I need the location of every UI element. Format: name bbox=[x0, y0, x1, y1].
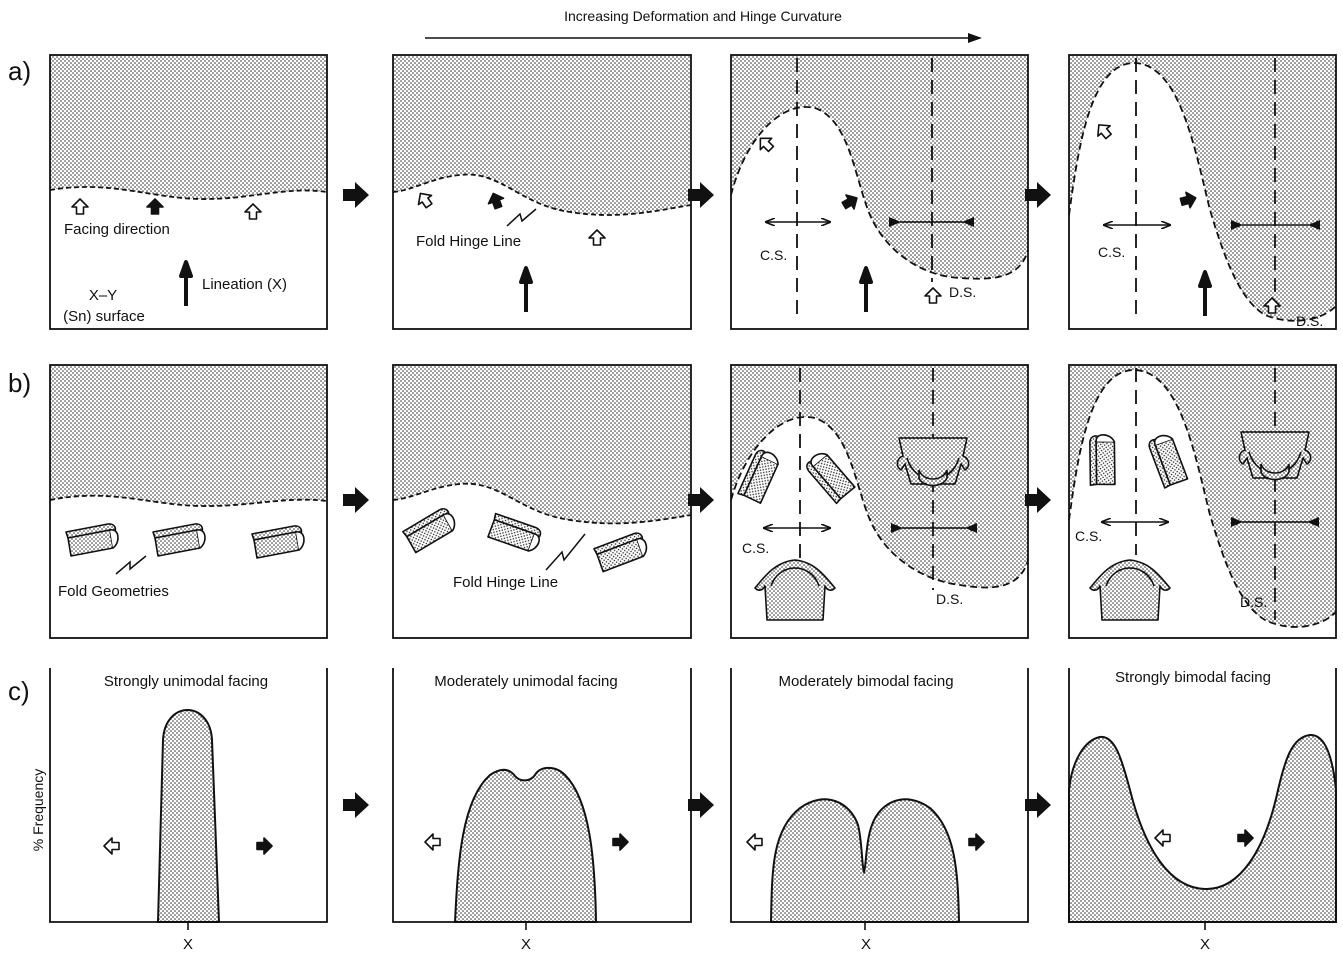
lineation-arrow-icon bbox=[1200, 272, 1210, 316]
panel-b2: Fold Hinge Line bbox=[393, 365, 691, 638]
facing-arrow-open-icon bbox=[925, 288, 941, 303]
x-tick-label: X bbox=[1200, 936, 1210, 953]
frequency-curve bbox=[1069, 735, 1336, 922]
x-tick-label: X bbox=[861, 936, 871, 953]
row-a: Facing direction Lineation (X) X–Y (Sn) … bbox=[50, 55, 1336, 329]
fold-geometries-label: Fold Geometries bbox=[58, 583, 169, 600]
surface-label-line1: X–Y bbox=[89, 287, 117, 304]
cs-label: C.S. bbox=[1075, 528, 1102, 544]
row-b: Fold Geometries Fold Hinge Line bbox=[50, 365, 1336, 638]
cs-label: C.S. bbox=[760, 247, 787, 263]
fold-model-icon bbox=[1082, 433, 1123, 490]
progress-arrow-icon bbox=[1025, 487, 1051, 513]
panel-b1: Fold Geometries bbox=[50, 365, 327, 638]
hinge-line-leader bbox=[507, 209, 536, 226]
fold-model-icon bbox=[484, 507, 545, 561]
fold-model-icon bbox=[593, 532, 650, 573]
panel-title: Moderately unimodal facing bbox=[434, 673, 617, 690]
panel-a3: C.S. D.S. bbox=[731, 55, 1028, 329]
progress-arrow-icon bbox=[343, 792, 369, 818]
facing-arrow-open-icon bbox=[425, 834, 440, 850]
hinge-line-leader bbox=[546, 534, 585, 570]
fold-model-icon bbox=[755, 560, 835, 620]
facing-arrow-filled-icon bbox=[613, 834, 628, 850]
fold-model-icon bbox=[66, 524, 118, 556]
row-label-c: c) bbox=[8, 676, 30, 706]
facing-arrow-open-icon bbox=[747, 834, 762, 850]
x-tick-label: X bbox=[183, 936, 193, 953]
fold-model-icon bbox=[252, 526, 304, 558]
lineation-arrow-icon bbox=[861, 268, 871, 312]
panel-title: Moderately bimodal facing bbox=[778, 673, 953, 690]
y-axis-label: % Frequency bbox=[30, 769, 46, 851]
fold-model-icon bbox=[153, 524, 205, 556]
fold-model-icon bbox=[1090, 560, 1170, 620]
facing-arrow-filled-icon bbox=[1179, 190, 1198, 209]
ds-label: D.S. bbox=[1240, 594, 1267, 610]
facing-arrow-open-icon bbox=[245, 204, 261, 219]
cs-label: C.S. bbox=[742, 540, 769, 556]
frequency-curve bbox=[455, 768, 596, 922]
progress-arrow-icon bbox=[343, 182, 369, 208]
facing-arrow-filled-icon bbox=[1238, 830, 1253, 846]
panel-c1: X Strongly unimodal facing bbox=[50, 668, 327, 953]
panel-c3: X Moderately bimodal facing bbox=[731, 668, 1028, 953]
facing-arrow-filled-icon bbox=[969, 834, 984, 850]
panel-a2: Fold Hinge Line bbox=[393, 55, 691, 329]
lineation-label: Lineation (X) bbox=[202, 276, 287, 293]
cs-label: C.S. bbox=[1098, 244, 1125, 260]
panel-a1: Facing direction Lineation (X) X–Y (Sn) … bbox=[50, 55, 327, 329]
row-label-a: a) bbox=[8, 56, 31, 86]
lineation-arrow-icon bbox=[521, 268, 531, 312]
facing-arrow-filled-icon bbox=[486, 191, 506, 211]
panel-c4: X Strongly bimodal facing bbox=[1069, 668, 1336, 953]
panel-c2: X Moderately unimodal facing bbox=[393, 668, 691, 953]
fold-model-icon bbox=[1148, 433, 1189, 490]
facing-arrow-open-icon bbox=[1155, 830, 1170, 846]
facing-arrow-open-icon bbox=[104, 838, 119, 854]
x-tick-label: X bbox=[521, 936, 531, 953]
facing-arrow-filled-icon bbox=[840, 191, 861, 212]
facing-arrow-open-icon bbox=[1093, 120, 1115, 142]
ds-label: D.S. bbox=[949, 284, 976, 300]
fold-hinge-line-label: Fold Hinge Line bbox=[453, 574, 558, 591]
panel-b3: C.S. D.S. bbox=[731, 365, 1028, 638]
facing-arrow-filled-icon bbox=[147, 199, 163, 214]
facing-direction-label: Facing direction bbox=[64, 221, 170, 238]
header-title: Increasing Deformation and Hinge Curvatu… bbox=[564, 8, 842, 24]
panel-a4: C.S. D.S. bbox=[1069, 55, 1336, 329]
facing-arrow-filled-icon bbox=[257, 838, 272, 854]
panel-b4: C.S. D.S. bbox=[1069, 365, 1336, 638]
facing-arrow-open-icon bbox=[72, 199, 88, 214]
progress-arrow-icon bbox=[1025, 182, 1051, 208]
lineation-arrow-icon bbox=[181, 262, 191, 306]
frequency-curve bbox=[158, 710, 219, 922]
ds-label: D.S. bbox=[936, 591, 963, 607]
progress-arrow-icon bbox=[688, 487, 714, 513]
progress-arrow-icon bbox=[343, 487, 369, 513]
ds-label: D.S. bbox=[1296, 313, 1323, 329]
facing-arrow-open-icon bbox=[589, 230, 605, 245]
frequency-curve bbox=[771, 799, 959, 922]
panel-title: Strongly bimodal facing bbox=[1115, 669, 1271, 686]
fold-hinge-line-label: Fold Hinge Line bbox=[416, 233, 521, 250]
surface-label-line2: (Sn) surface bbox=[63, 308, 145, 325]
leader-line bbox=[116, 556, 146, 574]
facing-arrow-open-icon bbox=[414, 189, 436, 210]
row-c: % Frequency X Strongly unimodal facing X… bbox=[30, 668, 1336, 953]
panel-title: Strongly unimodal facing bbox=[104, 673, 268, 690]
fold-model-icon bbox=[400, 506, 460, 554]
row-label-b: b) bbox=[8, 368, 31, 398]
progress-arrow-icon bbox=[688, 182, 714, 208]
